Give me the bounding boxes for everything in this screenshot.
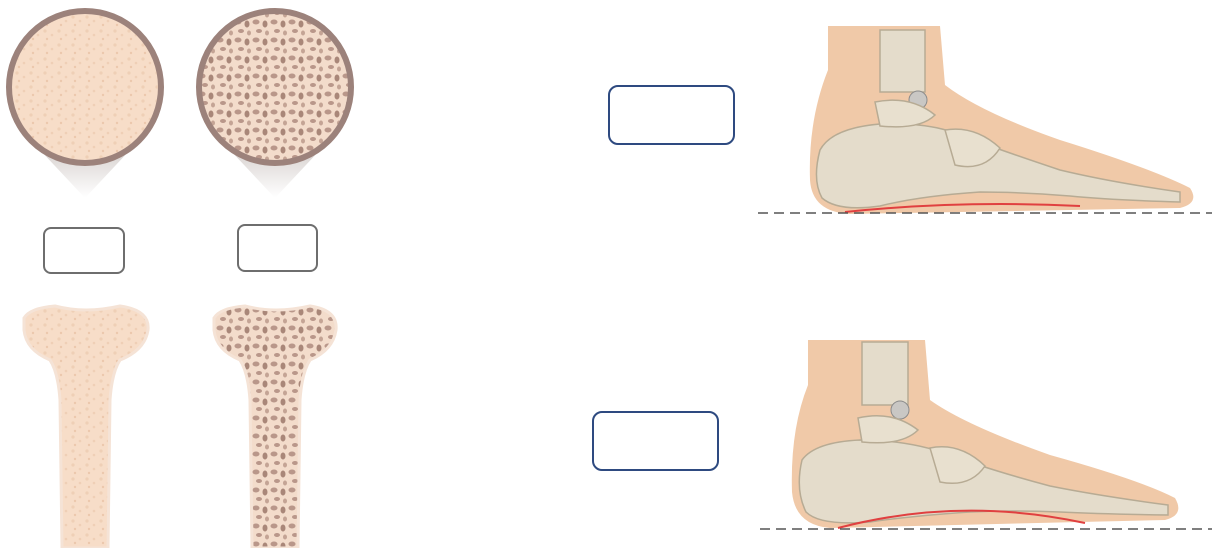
healthy-bone-magnified-icon	[9, 11, 161, 198]
normal-arch-label-box[interactable]	[608, 85, 735, 145]
porous-bone-label-box[interactable]	[237, 224, 318, 272]
flat-foot-icon	[760, 340, 1212, 529]
healthy-bone-icon	[24, 306, 148, 548]
normal-foot-icon	[758, 26, 1212, 214]
healthy-bone-label-box[interactable]	[43, 227, 125, 274]
flat-foot-label-box[interactable]	[592, 411, 719, 471]
porous-bone-magnified-icon	[199, 11, 351, 198]
porous-bone-icon	[214, 306, 336, 548]
